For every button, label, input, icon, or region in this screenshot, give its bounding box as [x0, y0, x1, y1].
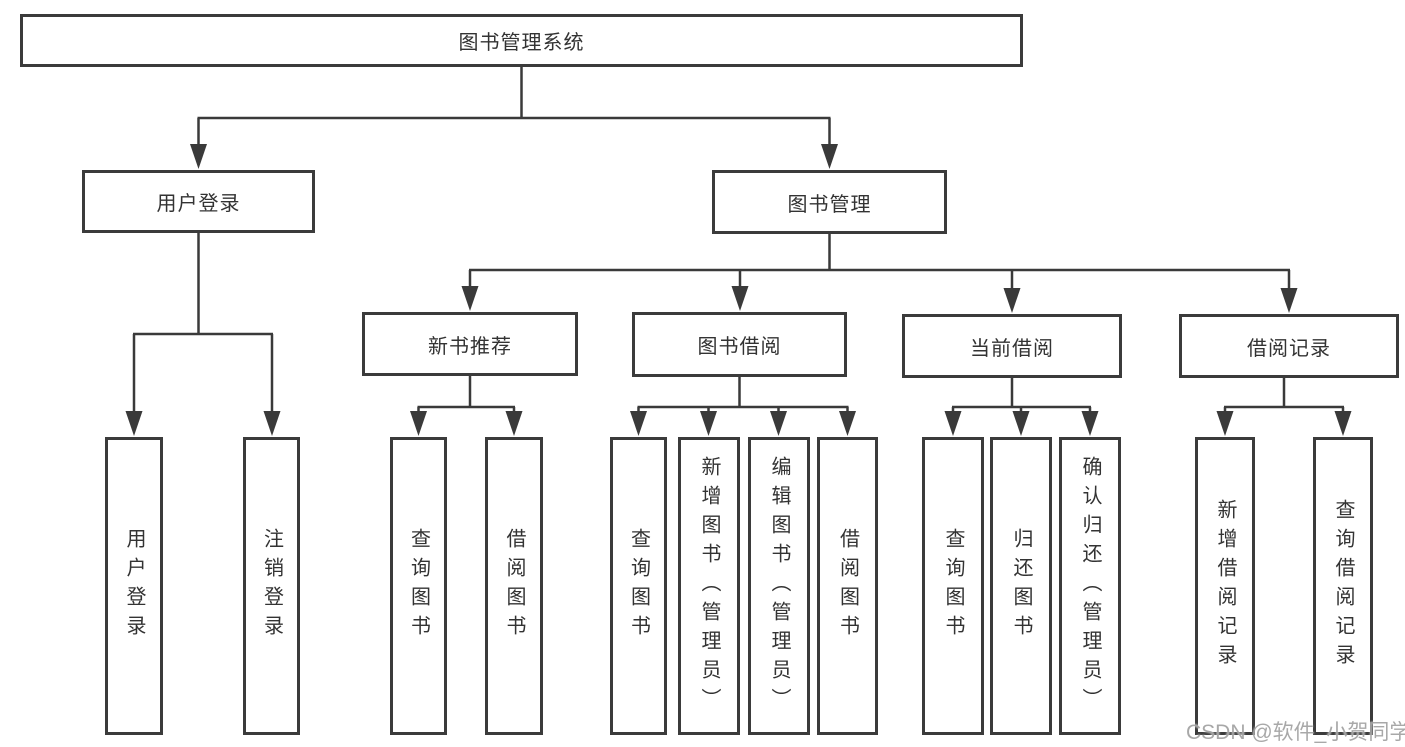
leaf-borrow-books-1-label: 借阅图书: [503, 528, 525, 644]
node-current-borrowing-label: 当前借阅: [970, 337, 1054, 360]
leaf-return-books-label: 归还图书: [1010, 528, 1032, 644]
leaf-query-borrow-record: 查询借阅记录: [1313, 437, 1373, 735]
node-root-library-system: 图书管理系统: [20, 14, 1023, 67]
node-book-borrowing: 图书借阅: [632, 312, 847, 377]
connector-paths: [132, 66, 1345, 414]
leaf-confirm-return-admin-label: 确认归还（管理员）: [1079, 455, 1101, 717]
leaf-query-books-1-label: 查询图书: [407, 528, 430, 644]
node-user-login: 用户登录: [82, 170, 315, 233]
leaf-query-books-3: 查询图书: [922, 437, 984, 735]
node-book-management: 图书管理: [712, 170, 947, 234]
node-new-book-recommend-label: 新书推荐: [428, 335, 512, 358]
leaf-query-books-2: 查询图书: [610, 437, 667, 735]
node-user-login-label: 用户登录: [156, 193, 241, 215]
leaf-add-borrow-record: 新增借阅记录: [1195, 437, 1255, 735]
leaf-user-login-label: 用户登录: [123, 528, 145, 644]
leaf-logout-label: 注销登录: [260, 528, 283, 644]
leaf-edit-books-admin-label: 编辑图书（管理员）: [768, 455, 790, 717]
node-root-label: 图书管理系统: [458, 32, 585, 54]
leaf-add-books-admin-label: 新增图书（管理员）: [698, 455, 720, 717]
leaf-logout: 注销登录: [243, 437, 300, 735]
leaf-user-login: 用户登录: [105, 437, 163, 735]
leaf-borrow-books-1: 借阅图书: [485, 437, 543, 735]
node-borrowing-records: 借阅记录: [1179, 314, 1399, 378]
arrowheads: [125, 144, 1352, 436]
leaf-borrow-books-2-label: 借阅图书: [836, 528, 859, 644]
leaf-edit-books-admin: 编辑图书（管理员）: [748, 437, 810, 735]
leaf-add-books-admin: 新增图书（管理员）: [678, 437, 740, 735]
node-book-borrowing-label: 图书借阅: [697, 336, 782, 358]
leaf-query-borrow-record-label: 查询借阅记录: [1332, 499, 1354, 673]
leaf-query-books-1: 查询图书: [390, 437, 447, 735]
node-current-borrowing: 当前借阅: [902, 314, 1122, 378]
csdn-watermark: CSDN @软件_小贺同学: [1186, 721, 1405, 744]
node-new-book-recommend: 新书推荐: [362, 312, 578, 376]
leaf-confirm-return-admin: 确认归还（管理员）: [1059, 437, 1121, 735]
node-book-management-label: 图书管理: [787, 193, 872, 216]
leaf-query-books-3-label: 查询图书: [942, 528, 964, 644]
node-borrowing-records-label: 借阅记录: [1247, 337, 1331, 360]
leaf-borrow-books-2: 借阅图书: [817, 437, 878, 735]
leaf-query-books-2-label: 查询图书: [627, 528, 650, 644]
leaf-return-books: 归还图书: [990, 437, 1052, 735]
leaf-add-borrow-record-label: 新增借阅记录: [1214, 499, 1236, 673]
